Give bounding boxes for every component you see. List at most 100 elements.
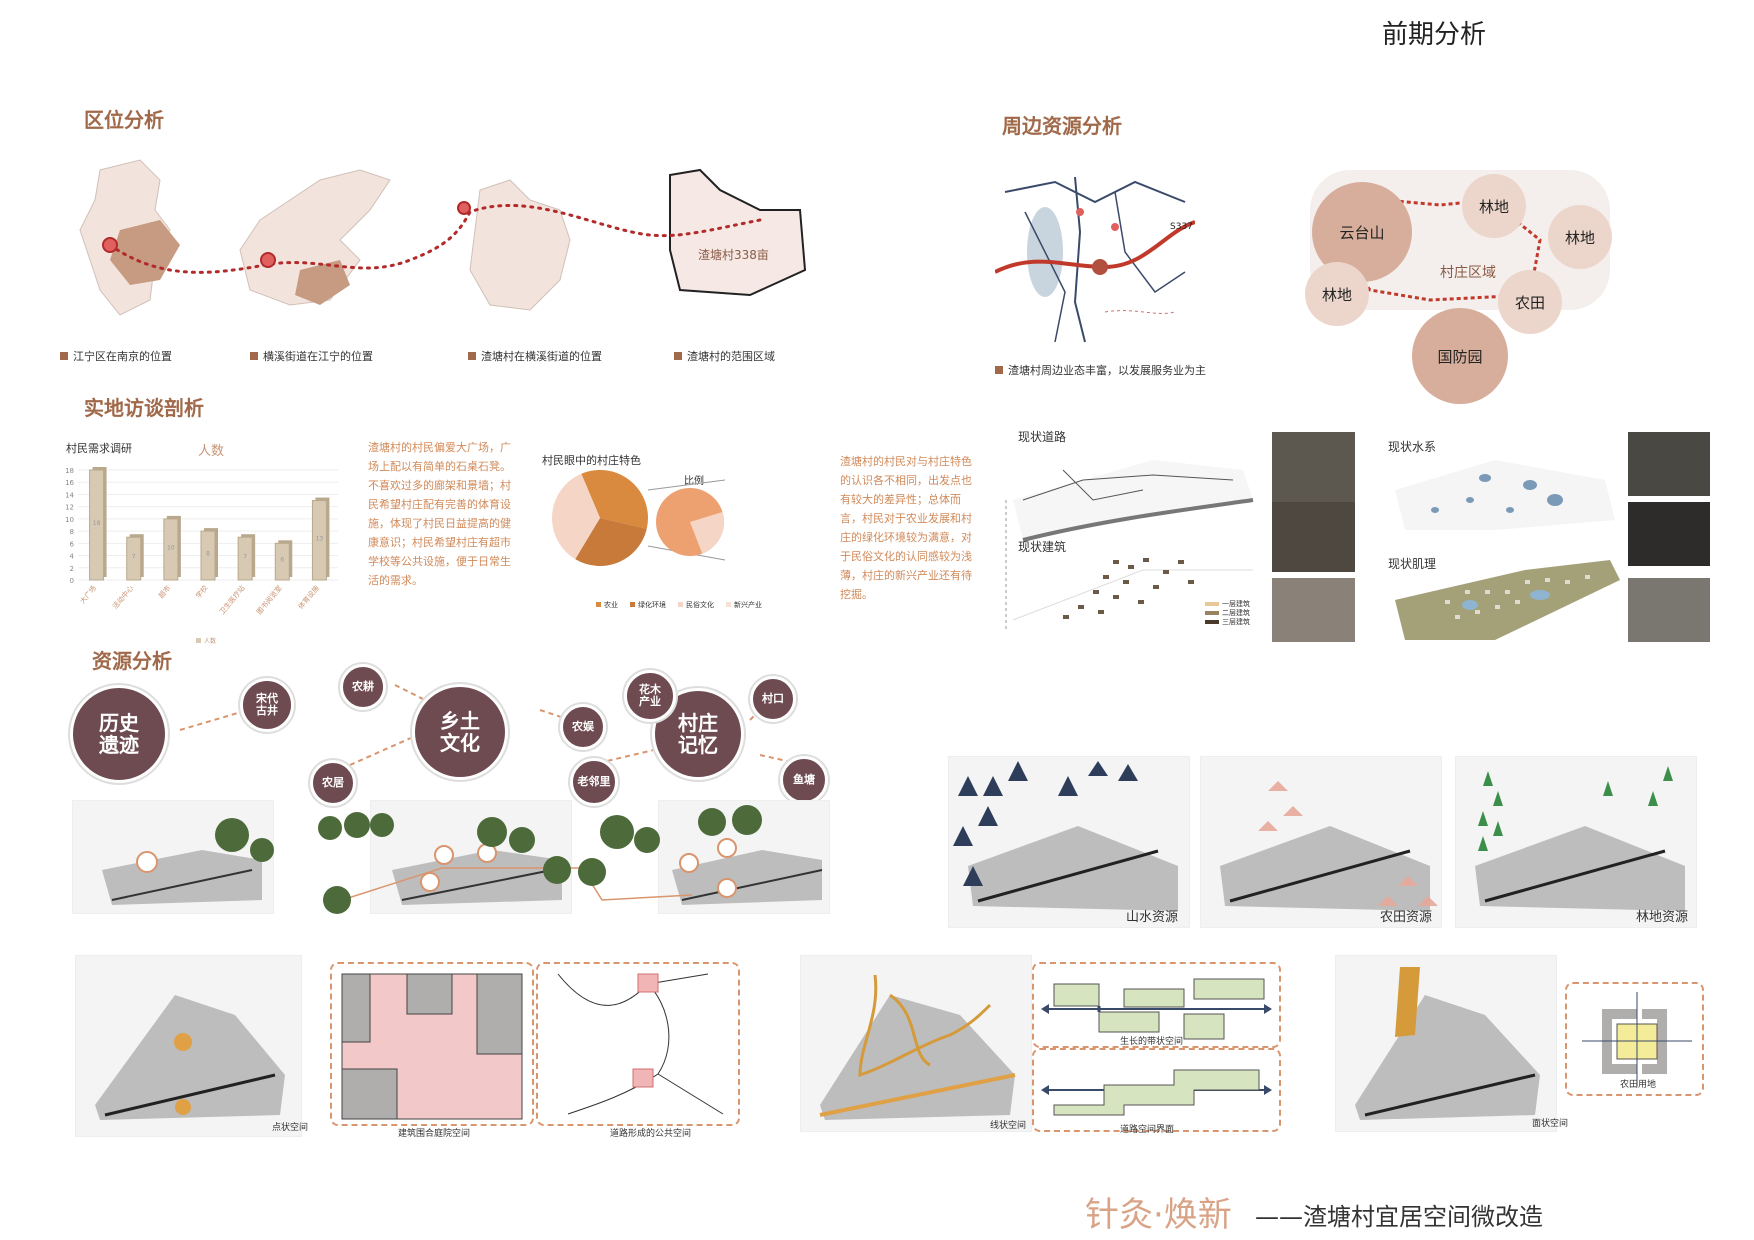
resource-bubble-forest: 林地 [1548, 205, 1612, 269]
road-marker [1092, 259, 1108, 275]
concept-fish-pond: 鱼塘 [780, 756, 828, 804]
bar-value-label: 8 [206, 551, 210, 558]
bar [126, 536, 142, 581]
concept-farming: 农耕 [340, 664, 386, 710]
legend-swatch [726, 602, 731, 607]
legend-item: 民俗文化 [678, 600, 714, 610]
water-bodies [1431, 474, 1563, 513]
y-tick-label: 12 [65, 504, 74, 512]
building-enclosure-label: 建筑围合庭院空间 [398, 1129, 471, 1139]
pie-chart-title: 村民眼中的村庄特色 [542, 454, 641, 467]
concept-old-neighbors: 老邻里 [570, 758, 618, 806]
village-area-label: 渣塘村338亩 [698, 248, 769, 262]
legend-item: 农业 [596, 600, 618, 610]
concept-village-entrance: 村口 [750, 676, 796, 722]
bullet-icon [674, 352, 682, 360]
pie-slice [575, 518, 647, 566]
road-marker [1076, 208, 1084, 216]
x-tick-label: 学校 [194, 584, 210, 601]
mountain-icons [953, 761, 1138, 886]
bar-value-label: 7 [132, 554, 136, 561]
resource-maps-overlay [102, 805, 823, 914]
village-boundary [1353, 198, 1542, 302]
concept-farm-leisure: 农娱 [560, 704, 606, 750]
concept-history-relics: 历史 遗迹 [70, 685, 168, 783]
road-public-label: 道路形成的公共空间 [610, 1129, 692, 1139]
legend-swatch [630, 602, 635, 607]
bar-value-label: 6 [280, 557, 284, 564]
growth-space-label: 生长的带状空间 [1120, 1037, 1184, 1047]
interview-text-demand: 渣塘村的村民偏爱大广场，广场上配以有简单的石桌石凳。不喜欢过多的廊架和景墙；村民… [368, 441, 511, 587]
x-tick-label: 活动中心 [110, 584, 135, 611]
farmland-block [1395, 967, 1420, 1037]
page-title: 前期分析 [1381, 20, 1486, 50]
x-tick-label: 图书阅览室 [254, 584, 283, 617]
y-tick-label: 14 [65, 491, 74, 499]
farmland-space-label: 农田用地 [1620, 1080, 1657, 1090]
concept-song-well: 宋代 古井 [240, 678, 294, 732]
legend-item: 二层建筑 [1205, 609, 1250, 618]
bullet-icon [60, 352, 68, 360]
mountain-water-label: 山水资源 [1126, 910, 1179, 925]
road-public-box [536, 962, 740, 1126]
point-space-overlay [95, 995, 285, 1120]
location-maps [79, 159, 807, 316]
legend-item: 一层建筑 [1205, 600, 1250, 609]
photo-building [1272, 578, 1355, 642]
resource-bubble-forest: 林地 [1305, 262, 1369, 326]
farmland-box [1565, 982, 1704, 1096]
y-tick-label: 10 [65, 516, 74, 524]
forest-label: 林地资源 [1636, 910, 1689, 925]
status-texture-label: 现状肌理 [1388, 557, 1437, 571]
bar-chart-legend-bottom: 人数 [196, 636, 216, 645]
photo-alley [1272, 502, 1355, 572]
building-enclosure-box [330, 962, 534, 1126]
status-roads-label: 现状道路 [1018, 430, 1067, 444]
y-tick-label: 6 [70, 540, 75, 548]
section-title-resources: 资源分析 [92, 649, 172, 673]
building-cluster [1063, 558, 1194, 619]
photo-hill [1628, 578, 1710, 642]
connector-line [647, 479, 726, 491]
bar [89, 469, 105, 581]
photo-stream [1628, 502, 1710, 566]
location-caption: 渣塘村在横溪街道的位置 [468, 348, 602, 364]
bar-chart-legend-title: 人数 [198, 444, 225, 459]
section-title-nearby: 周边资源分析 [1002, 114, 1122, 138]
legend-swatch [1205, 620, 1219, 624]
pie-chart [552, 470, 726, 566]
footer-title: 针灸·焕新 [1085, 1195, 1232, 1235]
bar [311, 500, 327, 581]
status-water-label: 现状水系 [1388, 440, 1437, 454]
interview-text-features: 渣塘村的村民对与村庄特色的认识各不相同，出发点也有较大的差异性；总体而言，村民对… [840, 455, 972, 601]
surface-space-overlay [1355, 967, 1540, 1120]
road-marker [1111, 223, 1119, 231]
y-tick-label: 18 [65, 467, 74, 475]
bar-value-label: 13 [316, 535, 324, 542]
location-caption: 渣塘村的范围区域 [674, 348, 775, 364]
legend-swatch [1205, 611, 1219, 615]
growth-space-box [1032, 962, 1281, 1048]
bullet-icon [468, 352, 476, 360]
road-interface-label: 道路空间界面 [1120, 1125, 1175, 1135]
location-marker [260, 252, 276, 268]
farmland-label: 农田资源 [1380, 910, 1433, 925]
legend-item: 绿化环境 [630, 600, 666, 610]
hengxi-map [469, 179, 571, 311]
road-label: S337 [1170, 222, 1193, 232]
legend-swatch [196, 638, 201, 643]
status-water-diagram [1395, 460, 1620, 640]
line-space-overlay [819, 974, 1016, 1120]
hengxi-highlight [295, 260, 350, 305]
x-tick-label: 卫生医疗站 [217, 584, 246, 617]
area-label: 村庄区域 [1440, 265, 1496, 281]
concept-farmhouse: 农居 [310, 760, 356, 806]
point-space-label: 点状空间 [272, 1123, 309, 1133]
bar-chart: 02468101214161818大广场7活动中心10超市8学校7卫生医疗站6图… [65, 467, 338, 617]
growth-space-diagram [1041, 978, 1272, 1040]
legend-swatch [1205, 602, 1219, 606]
bar [237, 536, 253, 581]
y-tick-label: 0 [70, 577, 74, 585]
footer-subtitle: ——渣塘村宜居空间微改造 [1255, 1203, 1543, 1231]
bar-value-label: 7 [243, 554, 247, 561]
